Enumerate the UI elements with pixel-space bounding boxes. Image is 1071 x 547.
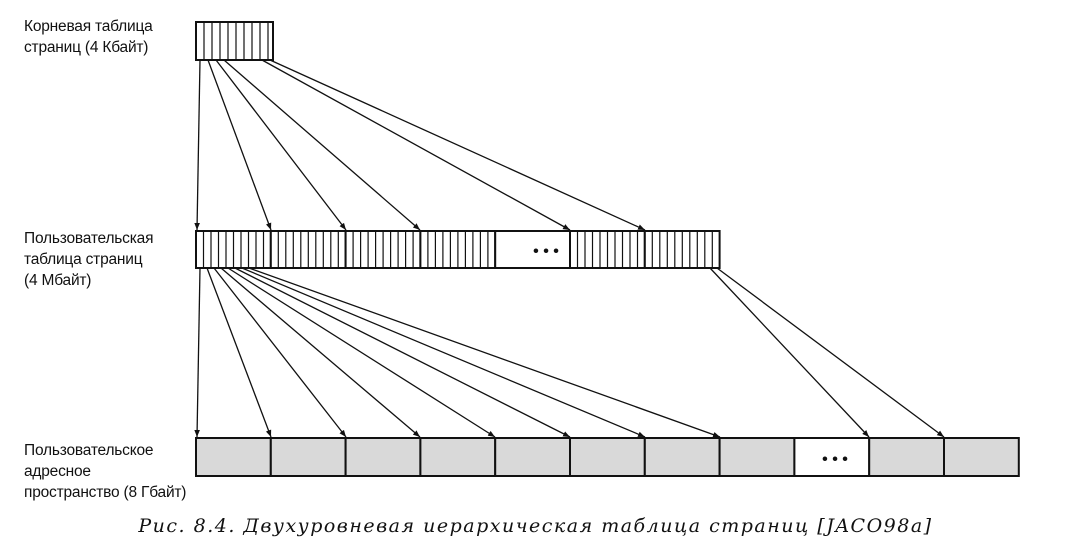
arrow-pt-10 [716,267,945,438]
address-space-block [419,437,497,477]
arrow-root-5 [261,59,571,231]
address-space-gap-block [793,437,871,477]
arrow-pt-4 [220,267,421,438]
user-address-space-label: Пользовательское адресное пространство (… [24,440,186,503]
user-pt-label-line-2: таблица страниц [24,251,143,268]
address-space-block [195,437,272,477]
addr-label-line-3: пространство (8 Гбайт) [24,484,187,501]
figure-caption: Рис. 8.4. Двухуровневая иерархическая та… [138,515,933,537]
diagram-graphics: • • • • • • [194,21,1020,477]
user-page-table [195,230,721,269]
arrow-pt-6 [234,267,571,438]
root-page-table-label: Корневая таблица страниц (4 Кбайт) [24,16,153,58]
arrow-pt-2 [206,267,272,438]
arrows-root-to-user-pt [194,59,646,231]
user-address-space [195,437,1020,477]
arrow-root-3 [215,59,347,231]
arrow-pt-3 [213,267,347,438]
address-space-block [494,437,572,477]
user-pt-label-line-3: (4 Мбайт) [24,272,92,289]
address-space-block [718,437,796,477]
addr-label-line-2: адресное [24,463,91,480]
user-pt-label-line-1: Пользовательская [24,230,154,247]
address-space-block [943,437,1020,477]
root-label-line-1: Корневая таблица [24,18,153,35]
root-label-line-2: страниц (4 Кбайт) [24,39,149,56]
root-page-table [195,21,274,61]
arrow-pt-9 [709,267,870,438]
addr-label-line-1: Пользовательское [24,442,154,459]
address-space-block [868,437,946,477]
page-table-ellipsis: • • • [533,243,559,260]
user-page-table-label: Пользовательская таблица страниц (4 Мбай… [24,228,153,291]
arrow-pt-1 [194,267,201,438]
arrow-pt-7 [241,267,646,438]
address-space-block [269,437,347,477]
arrows-user-pt-to-address-space [194,267,945,438]
address-space-block [569,437,646,477]
address-space-block [344,437,422,477]
arrow-root-6 [269,59,646,231]
arrow-root-2 [207,59,272,231]
arrow-root-1 [194,59,201,231]
arrow-pt-5 [227,267,496,438]
address-space-block [643,437,721,477]
user-pt-gap-segment [494,230,572,269]
root-table-entries [195,21,274,61]
arrow-root-4 [223,59,421,231]
arrow-pt-8 [248,267,721,438]
address-space-ellipsis: • • • [822,451,848,468]
